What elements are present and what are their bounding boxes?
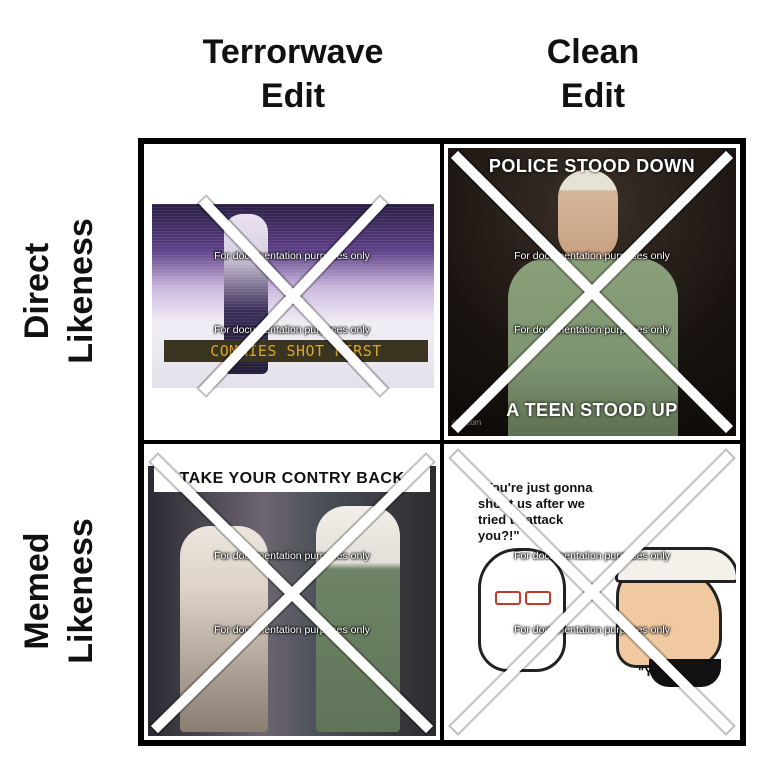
cell-terrorwave-direct: COMMIES SHOT FIRST For documentation pur…	[144, 144, 440, 440]
watermark-text: For documentation purposes only	[214, 250, 370, 262]
column-header-clean: Clean Edit	[443, 30, 743, 118]
column-header-line: Edit	[560, 77, 626, 115]
cell-image	[448, 148, 736, 436]
credit-text: clip.com	[452, 418, 482, 427]
column-header-line: Edit	[260, 77, 326, 115]
chad-wojak-drawing	[615, 547, 736, 687]
row-header-line: Memed	[18, 532, 56, 650]
top-caption: TAKE YOUR CONTRY BACK	[154, 466, 430, 492]
quote-line: "You're just gonna	[478, 480, 593, 495]
watermark-text: For documentation purposes only	[214, 550, 370, 562]
crying-wojak-drawing	[478, 548, 566, 672]
watermark-text: For documentation purposes only	[514, 250, 670, 262]
quote-line: shoot us after we	[478, 496, 585, 511]
cell-image: "You're just gonna shoot us after we tri…	[448, 448, 736, 736]
watermark-text: For documentation purposes only	[514, 550, 670, 562]
watermark-text: For documentation purposes only	[514, 624, 670, 636]
column-header-line: Clean	[546, 33, 640, 71]
row-header-direct: Direct Likeness	[15, 141, 105, 441]
column-header-terrorwave: Terrorwave Edit	[143, 30, 443, 118]
watermark-text: For documentation purposes only	[214, 324, 370, 336]
cell-terrorwave-memed: TAKE YOUR CONTRY BACK For documentation …	[144, 444, 440, 740]
cell-clean-direct: POLICE STOOD DOWN A TEEN STOOD UP clip.c…	[444, 144, 740, 440]
alignment-grid: COMMIES SHOT FIRST For documentation pur…	[138, 138, 746, 746]
cell-image	[148, 466, 436, 736]
row-header-memed: Memed Likeness	[15, 441, 105, 741]
quote-text: "You're just gonna shoot us after we tri…	[478, 480, 592, 544]
watermark-text: For documentation purposes only	[514, 324, 670, 336]
quote-line: tried to attack	[478, 512, 564, 527]
row-header-line: Direct	[18, 242, 56, 340]
row-header-line: Likeness	[62, 218, 100, 364]
bottom-caption: A TEEN STOOD UP	[506, 400, 678, 420]
watermark-text: For documentation purposes only	[214, 624, 370, 636]
top-caption: POLICE STOOD DOWN	[488, 156, 696, 176]
cell-clean-memed: "You're just gonna shoot us after we tri…	[444, 444, 740, 740]
strip-caption: COMMIES SHOT FIRST	[164, 340, 428, 362]
row-header-line: Likeness	[62, 518, 100, 664]
column-header-line: Terrorwave	[202, 33, 384, 71]
quote-line: you?!"	[478, 528, 520, 543]
reply-text: "Yes"	[638, 664, 673, 679]
